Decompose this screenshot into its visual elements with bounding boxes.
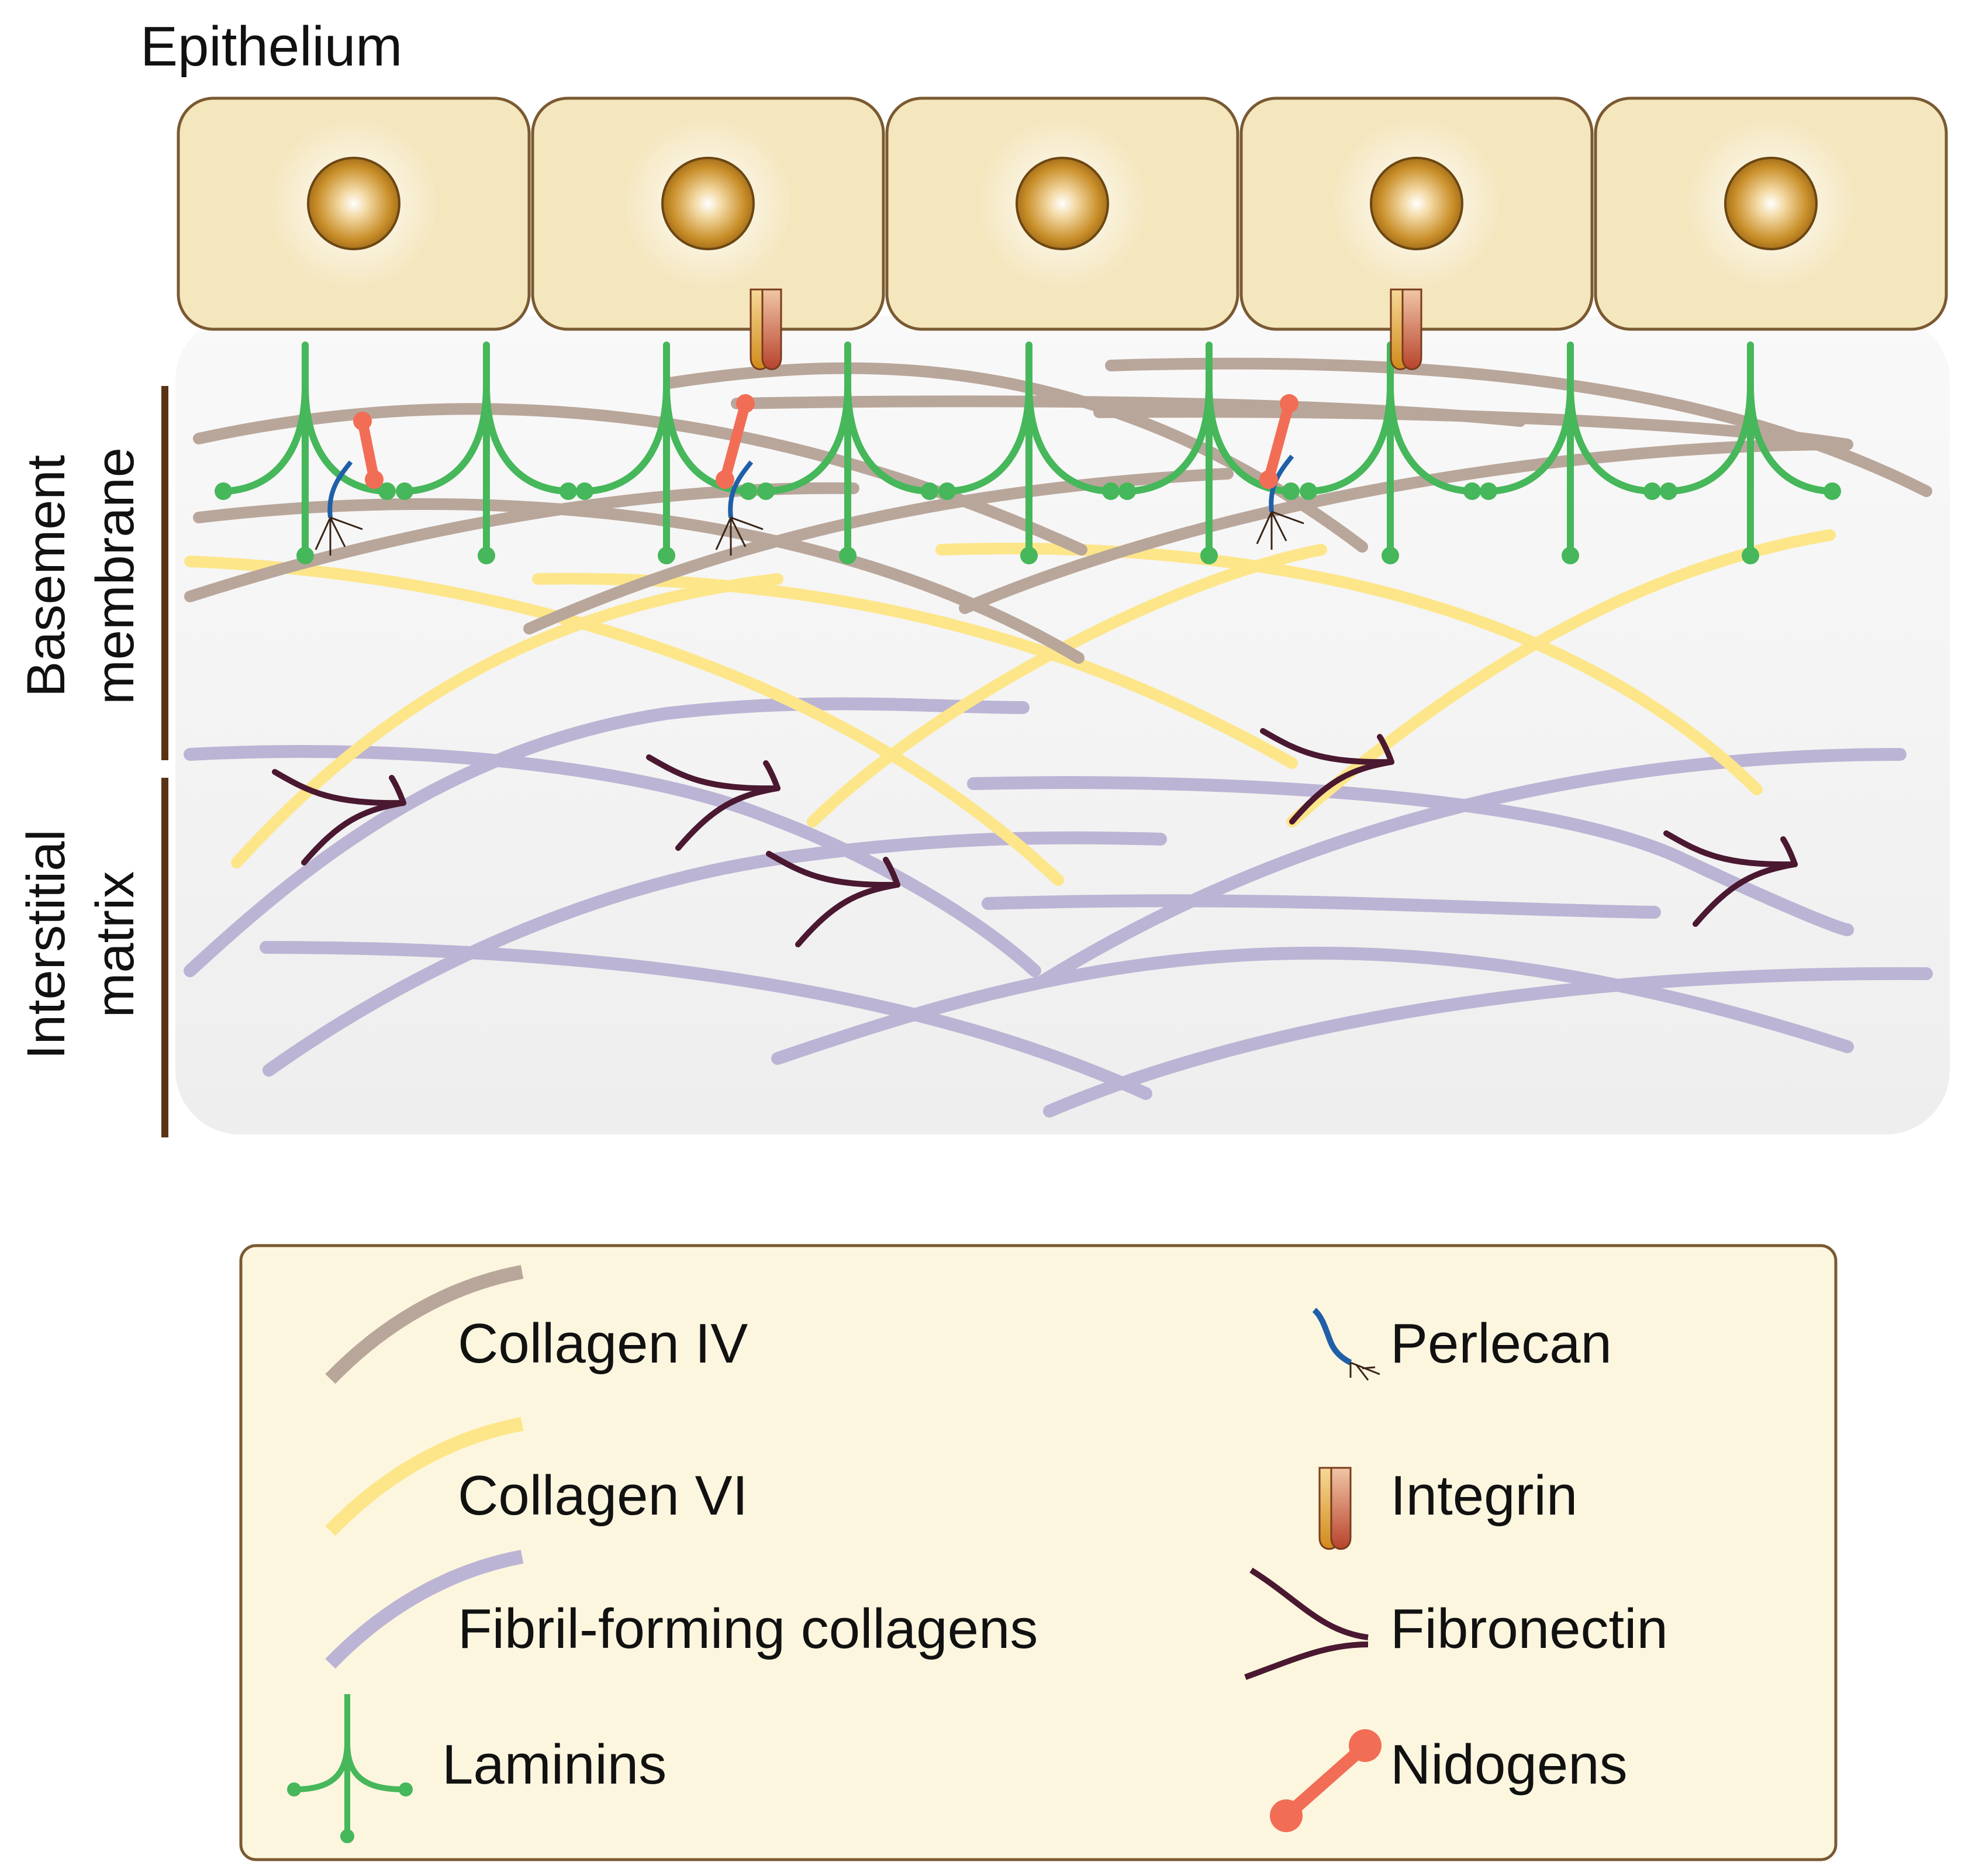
legend-box (239, 1244, 1838, 1861)
collagen-iv-fiber (193, 498, 1085, 664)
epithelium-title: Epithelium (140, 15, 402, 78)
legend-laminin-swatch (287, 1694, 413, 1843)
legend-nidogens-label: Nidogens (1390, 1733, 1628, 1796)
legend-fibronectin-swatch (1244, 1567, 1369, 1680)
collagen-vi-fiber (935, 543, 1763, 795)
interstitial-label-line-1: Interstitial (16, 829, 76, 1060)
integrin-molecule (750, 288, 782, 370)
legend-fibril-collagens-label: Fibril-forming collagens (458, 1598, 1038, 1660)
fibronectin-molecule (272, 769, 406, 865)
laminin-molecule (757, 342, 938, 564)
legend-perlecan-swatch (1312, 1308, 1380, 1381)
legend-integrin-swatch (1318, 1467, 1352, 1550)
legend-collagen-iv-swatch (325, 1265, 524, 1384)
nidogen-molecule (1259, 394, 1299, 489)
collagen-vi-fiber (231, 573, 783, 868)
laminin-molecule (1660, 342, 1841, 564)
nucleus (661, 157, 755, 250)
nidogen-molecule (716, 394, 755, 489)
perlecan-molecule (315, 460, 363, 556)
perlecan-layer (315, 454, 1304, 556)
perlecan-molecule (715, 460, 764, 556)
laminin-molecule (576, 342, 757, 564)
legend: Collagen IV Collagen VI Fibril-forming c… (239, 1244, 1838, 1861)
collagen-iv-fiber (959, 439, 1847, 614)
fibril-collagen-fiber (260, 941, 1152, 1100)
collagen-iv-fiber (523, 468, 1234, 634)
integrin-layer (750, 288, 1422, 370)
legend-nidogen-swatch (1270, 1729, 1382, 1832)
nucleus (1370, 157, 1463, 250)
collagen-iv-fiber (731, 395, 1526, 427)
legend-integrin-label: Integrin (1390, 1464, 1577, 1527)
legend-fibronectin-label: Fibronectin (1390, 1598, 1668, 1660)
epithelial-cell (1594, 96, 1948, 331)
laminin-molecule (215, 342, 396, 564)
epithelial-cell (531, 96, 885, 331)
fibril-collagen-fiber (263, 831, 1167, 1077)
laminin-molecule (396, 342, 577, 564)
laminin-molecule (938, 342, 1120, 564)
fibronectin-molecule (766, 851, 900, 947)
laminin-molecule (1480, 342, 1661, 564)
collagen-vi-fiber (532, 573, 1298, 769)
basement-membrane-label: Basement membrane (16, 447, 145, 705)
fibronectin-layer (272, 728, 1798, 947)
fibril-collagen-fiber (1034, 748, 1907, 989)
legend-perlecan-label: Perlecan (1390, 1312, 1612, 1375)
fibril-collagen-fiber (184, 697, 1030, 977)
fibronectin-molecule (1663, 830, 1798, 927)
epithelial-cell (177, 96, 531, 331)
fibronectin-molecule (646, 754, 781, 851)
nucleus (1016, 157, 1109, 250)
legend-collagen-iv-label: Collagen IV (458, 1312, 748, 1375)
interstitial-label-line-2: matrix (85, 871, 145, 1018)
collagen-iv-fiber (664, 362, 1368, 553)
nucleus (1724, 157, 1818, 250)
laminin-molecule (1300, 342, 1481, 564)
legend-fibril-collagens-swatch (325, 1550, 524, 1669)
legend-laminins-label: Laminins (442, 1733, 666, 1796)
fibronectin-molecule (1260, 728, 1394, 825)
basement-label-line-2: membrane (85, 447, 145, 705)
epithelial-cell (1239, 96, 1594, 331)
collagen-vi-fiber (807, 544, 1327, 827)
fibril-collagen-fiber (982, 894, 1661, 919)
nidogen-layer (353, 394, 1299, 489)
epithelial-cell (885, 96, 1239, 331)
nidogen-molecule (353, 412, 384, 489)
fibril-collagen-fiber (967, 776, 1854, 936)
nucleus (307, 157, 400, 250)
basement-label-line-1: Basement (16, 455, 76, 697)
legend-collagen-vi-swatch (325, 1417, 524, 1536)
legend-collagen-vi-label: Collagen VI (458, 1464, 748, 1527)
epithelium-cells (177, 96, 1948, 331)
collagen-iv-fiber (1093, 406, 1853, 450)
collagen-vi-fiber (184, 556, 1064, 886)
interstitial-matrix-label: Interstitial matrix (16, 829, 145, 1060)
integrin-molecule (1390, 288, 1422, 370)
fibril-collagen-fiber (1043, 967, 1933, 1118)
